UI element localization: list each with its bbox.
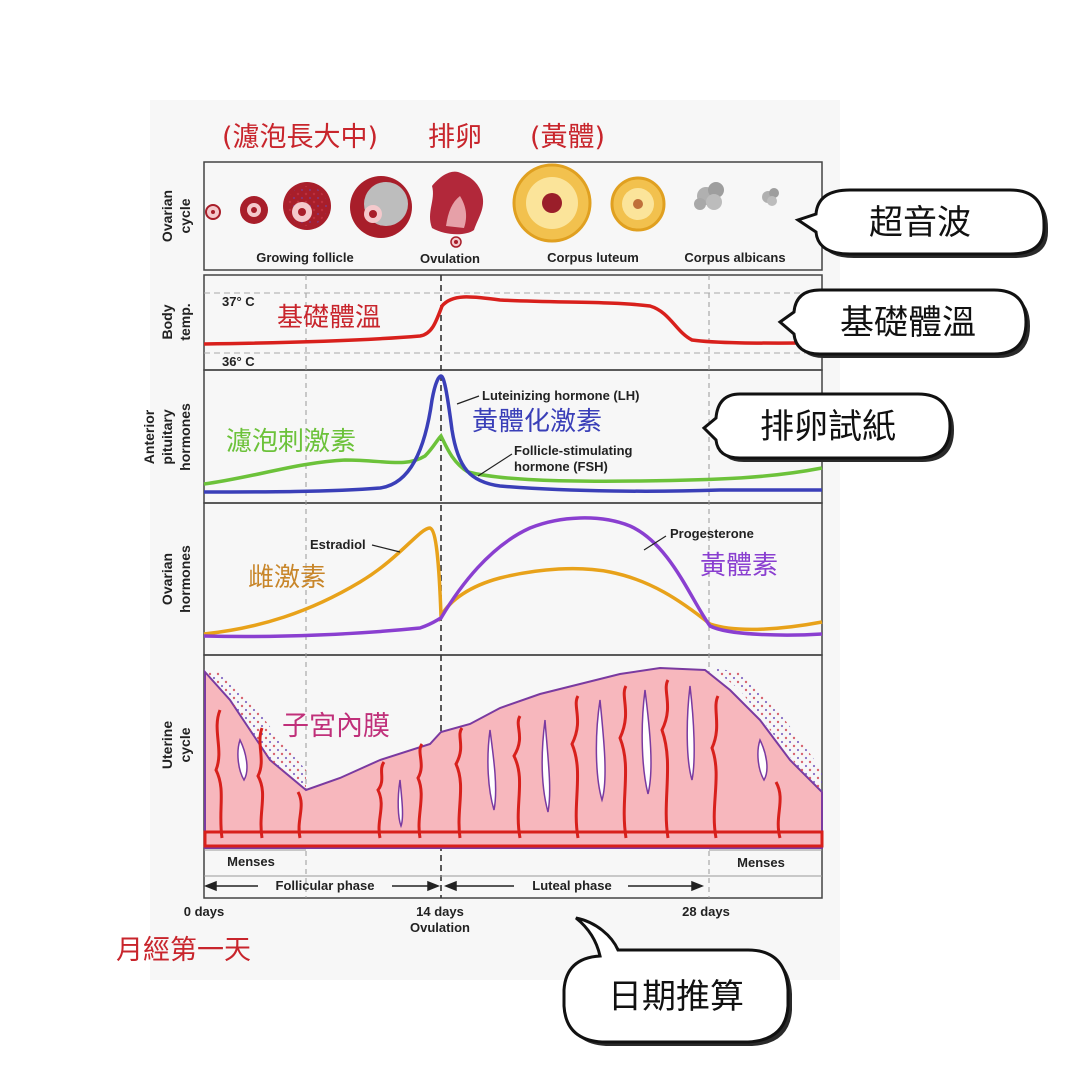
- uterine-side-label-1: Uterine: [159, 721, 175, 769]
- luteal-phase-arrow: [443, 880, 705, 892]
- endometrium-cn-label: 子宮內膜: [282, 711, 390, 742]
- corpus-luteum-label-cn: (黃體): [530, 122, 605, 153]
- temp-37-label: 37° C: [222, 294, 255, 309]
- bbt-bubble-text: 基礎體溫: [840, 303, 976, 343]
- follicular-phase-label: Follicular phase: [276, 878, 375, 893]
- ultrasound-bubble-text: 超音波: [869, 203, 971, 243]
- follicle-growing-label: (濾泡長大中): [222, 122, 378, 153]
- day-0-label: 0 days: [184, 904, 224, 919]
- body-temp-side-label-2: temp.: [177, 303, 193, 340]
- day-14-ovulation-label: Ovulation: [410, 920, 470, 935]
- body-temp-side-label-1: Body: [159, 304, 175, 339]
- ovarian-hormones-side-label-1: Ovarian: [159, 553, 175, 605]
- corpus-albicans-small-icon: [762, 188, 779, 206]
- lh-cn-label: 黃體化激素: [472, 407, 602, 437]
- uterine-side-label-2: cycle: [177, 727, 193, 762]
- estradiol-cn-label: 雌激素: [248, 563, 326, 593]
- luteal-phase-label: Luteal phase: [532, 878, 611, 893]
- pituitary-side-label-2: pituitary: [159, 409, 175, 464]
- pituitary-side-label-1: Anterior: [141, 409, 157, 464]
- bbt-curve: [203, 295, 823, 346]
- day-28-label: 28 days: [682, 904, 730, 919]
- menses-right-label: Menses: [737, 855, 785, 870]
- follicle-stage-2-icon: [240, 196, 268, 224]
- estradiol-leader-line: [371, 544, 401, 553]
- growing-follicle-label: Growing follicle: [256, 250, 354, 265]
- corpus-luteum-label: Corpus luteum: [547, 250, 639, 265]
- ultrasound-bubble: 超音波: [794, 188, 1048, 258]
- estradiol-en-label: Estradiol: [310, 537, 366, 552]
- endometrium-illustration: [203, 666, 824, 849]
- corpus-albicans-label: Corpus albicans: [684, 250, 785, 265]
- fsh-leader-line: [477, 453, 513, 477]
- ovulation-test-bubble-text: 排卵試紙: [760, 407, 896, 447]
- ovulating-follicle-icon: [430, 171, 484, 248]
- temp-36-label: 36° C: [222, 354, 255, 369]
- lh-en-label: Luteinizing hormone (LH): [482, 388, 639, 403]
- corpus-luteum-large-icon: [512, 163, 592, 243]
- corpus-albicans-large-icon: [694, 182, 724, 210]
- fsh-en-label-2: hormone (FSH): [514, 459, 608, 474]
- progesterone-leader-line: [643, 535, 667, 551]
- corpus-luteum-small-icon: [610, 176, 666, 232]
- follicle-stage-3-icon: [283, 182, 331, 230]
- lh-curve: [203, 374, 822, 494]
- ovarian-cycle-side-label-1: Ovarian: [159, 190, 175, 242]
- bbt-cn-label: 基礎體溫: [277, 303, 381, 333]
- ovulation-test-bubble: 排卵試紙: [701, 392, 954, 462]
- follicle-stage-1-icon: [205, 204, 221, 220]
- fsh-cn-label: 濾泡刺激素: [226, 427, 356, 457]
- ovulation-label: Ovulation: [420, 251, 480, 266]
- follicular-phase-arrow: [203, 880, 441, 892]
- ovarian-cycle-side-label-2: cycle: [177, 198, 193, 233]
- first-day-cn-label: 月經第一天: [116, 935, 251, 966]
- pituitary-side-label-3: hormones: [177, 403, 193, 471]
- fsh-en-label-1: Follicle-stimulating: [514, 443, 633, 458]
- ovulation-label-cn: 排卵: [428, 122, 482, 153]
- fsh-curve: [203, 433, 823, 486]
- bbt-bubble: 基礎體溫: [777, 288, 1030, 358]
- follicle-stage-4-icon: [350, 176, 412, 238]
- progesterone-en-label: Progesterone: [670, 526, 754, 541]
- ovarian-hormones-side-label-2: hormones: [177, 545, 193, 613]
- day-14-label: 14 days: [416, 904, 464, 919]
- progesterone-curve: [203, 516, 823, 639]
- menses-left-label: Menses: [227, 854, 275, 869]
- date-calc-bubble-text: 日期推算: [608, 977, 744, 1017]
- ovarian-follicles: [205, 163, 779, 248]
- date-calc-bubble: 日期推算: [562, 916, 792, 1046]
- lh-leader-line: [456, 395, 480, 405]
- progesterone-cn-label: 黃體素: [700, 551, 778, 581]
